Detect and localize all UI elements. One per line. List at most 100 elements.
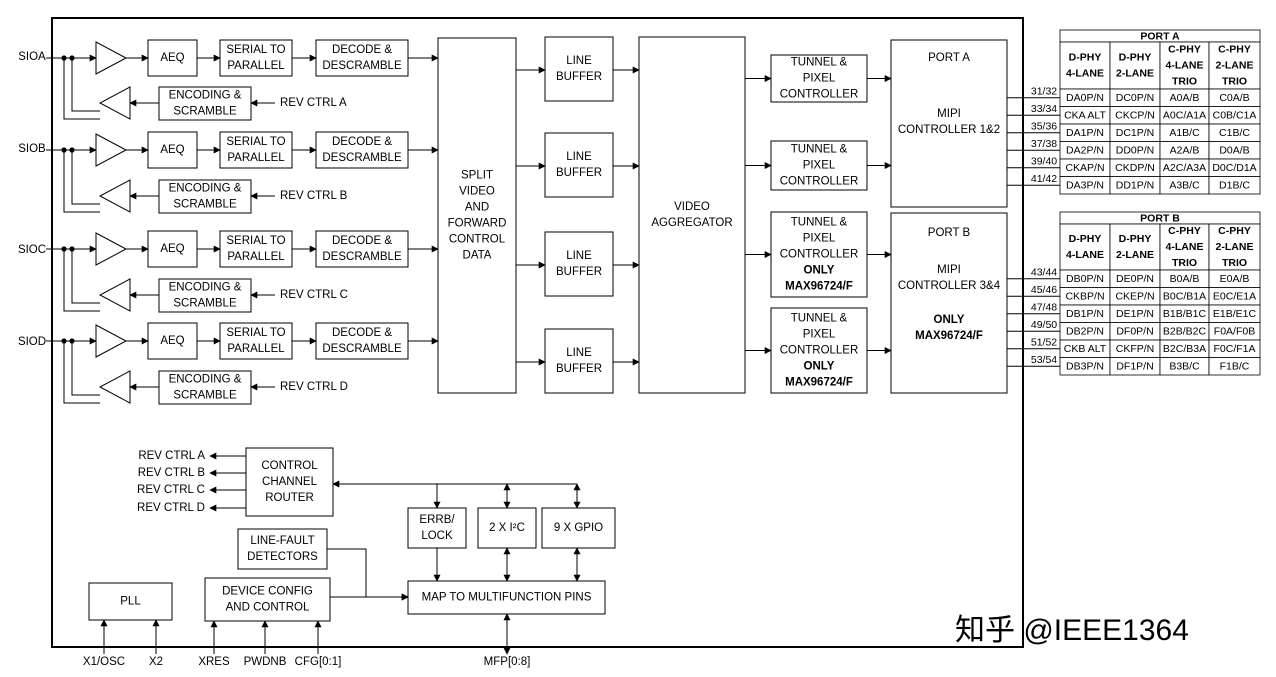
encoding-scramble-block-label: ENCODING & [169, 374, 242, 386]
port-b-table-cell [1208, 357, 1261, 376]
port-a-table-cell-text: DA2P/N [1066, 145, 1104, 157]
line-buffer-block-label: BUFFER [556, 266, 602, 278]
serial-to-parallel-block [219, 230, 293, 268]
port-a-table-header-label: 4-LANE [1166, 59, 1204, 71]
tunnel-pixel-controller-block-label: PIXEL [803, 233, 836, 245]
port-a-table-cell-text: A1B/C [1169, 127, 1200, 139]
mfp-map-block-label: MAP TO MULTIFUNCTION PINS [422, 592, 592, 604]
port-a-table-header-label: 2-LANE [1116, 67, 1154, 79]
rev-ctrl-input-label: REV CTRL A [280, 97, 347, 109]
decode-descramble-block-label: DECODE & [332, 327, 392, 339]
port-a-table-cell-text: A2A/B [1170, 145, 1200, 157]
line-buffer-block-label: LINE [566, 55, 592, 67]
port-a-table-title: PORT A [1140, 30, 1180, 42]
aeq-block-label: AEQ [160, 335, 184, 347]
port-a-controller-block [890, 39, 1008, 208]
aeq-block-label: AEQ [160, 243, 184, 255]
port-b-table-cell-text: B2C/B3A [1163, 343, 1206, 355]
reverse-driver-icon [98, 370, 131, 404]
aeq-block [147, 230, 198, 268]
decode-descramble-block-label: DESCRAMBLE [322, 60, 402, 72]
control-channel-router-block-label: CHANNEL [262, 476, 318, 488]
aeq-block-label: AEQ [160, 52, 184, 64]
port-a-table-cell-text: DD0P/N [1116, 145, 1155, 157]
device-config-block-label: AND CONTROL [226, 602, 310, 614]
sio-pin-label: SIOD [18, 336, 46, 348]
reverse-driver-icon [98, 179, 131, 213]
tunnel-pixel-controller-block [770, 211, 868, 298]
port-a-controller-label: MIPI [937, 108, 961, 120]
decode-descramble-block [315, 39, 409, 77]
port-b-table-cell-text: F0A/F0B [1214, 326, 1255, 338]
pin-number-label: 39/40 [1031, 156, 1057, 168]
serial-to-parallel-block-label: SERIAL TO [226, 327, 285, 339]
port-a-table-cell-text: CKA ALT [1064, 110, 1106, 122]
encoding-scramble-block [158, 86, 252, 121]
mfp-pin-label: MFP[0:8] [484, 656, 531, 668]
gpio-block-label: 9 X GPIO [554, 522, 603, 534]
serial-to-parallel-block-label: SERIAL TO [226, 136, 285, 148]
port-a-table-cell-text: D0A/B [1219, 145, 1249, 157]
device-config-block-label: DEVICE CONFIG [222, 586, 313, 598]
port-b-table-cell-text: B1B/B1C [1163, 308, 1207, 320]
split-video-block-label: CONTROL [449, 234, 506, 246]
port-a-table-cell-text: C0B/C1A [1213, 110, 1257, 122]
tunnel-pixel-controller-block-label: PIXEL [803, 160, 836, 172]
port-b-table-header-label: C-PHY [1218, 225, 1251, 237]
port-b-table-header-label: 2-LANE [1216, 241, 1254, 253]
port-b-controller-label: CONTROLLER 3&4 [898, 280, 1001, 292]
port-a-table-cell-text: DA3P/N [1066, 180, 1104, 192]
decode-descramble-block-label: DESCRAMBLE [322, 343, 402, 355]
port-a-table-cell-text: DA1P/N [1066, 127, 1104, 139]
pin-number-label: 31/32 [1031, 86, 1057, 98]
pin-number-label: 43/44 [1031, 267, 1057, 279]
tunnel-pixel-controller-block-label: PIXEL [803, 329, 836, 341]
i2c-block [477, 507, 537, 549]
rev-ctrl-input-label: REV CTRL D [280, 381, 348, 393]
port-b-table-cell-text: CKFP/N [1116, 343, 1155, 355]
port-b-table-cell-text: CKBP/N [1065, 291, 1104, 303]
port-a-table-header-cell [1159, 41, 1210, 90]
port-a-table-cell-text: DC1P/N [1116, 127, 1155, 139]
port-a-table-header-label: D-PHY [1119, 51, 1152, 63]
line-buffer-block [544, 328, 614, 394]
errb-lock-block-label: LOCK [421, 530, 453, 542]
port-b-table-header-label: 4-LANE [1166, 241, 1204, 253]
serial-to-parallel-block-label: SERIAL TO [226, 235, 285, 247]
line-fault-detectors-block [237, 528, 328, 570]
sio-tap-wire [63, 249, 100, 312]
tunnel-pixel-controller-block-label: ONLY [804, 361, 835, 373]
reverse-driver-icon [98, 278, 131, 312]
port-b-only-label: MAX96724/F [915, 330, 983, 342]
sio-tap-wire [71, 249, 100, 304]
port-a-table-header-cell [1208, 41, 1261, 90]
pll-block [88, 582, 173, 621]
port-a-table-header-label: C-PHY [1168, 43, 1201, 55]
line-buffer-block [544, 36, 614, 102]
reverse-driver-icon [98, 86, 131, 120]
port-a-table-header-label: TRIO [1172, 75, 1197, 87]
port-b-table-cell-text: E0A/B [1220, 273, 1250, 285]
port-b-table-cell-text: B0C/B1A [1163, 291, 1206, 303]
bottom-pin-label: X1/OSC [83, 656, 125, 668]
rev-ctrl-output-label: REV CTRL D [137, 502, 205, 514]
line-buffer-block [544, 132, 614, 198]
pin-number-label: 51/52 [1031, 337, 1057, 349]
encoding-scramble-block-label: ENCODING & [169, 183, 242, 195]
rev-ctrl-output-label: REV CTRL A [138, 450, 205, 462]
port-a-table-cell-text: DD1P/N [1116, 180, 1155, 192]
line-buffer-block-label: BUFFER [556, 363, 602, 375]
port-b-table-cell-text: DE0P/N [1116, 273, 1154, 285]
watermark: 知乎 @IEEE1364 [955, 614, 1189, 647]
tunnel-pixel-controller-block-label: CONTROLLER [780, 176, 859, 188]
bottom-pin-label: PWDNB [244, 656, 287, 668]
port-b-table-header-label: C-PHY [1168, 225, 1201, 237]
sio-tap-wire [63, 58, 100, 120]
serial-to-parallel-block-label: PARALLEL [227, 60, 285, 72]
bottom-pin-label: CFG[0:1] [295, 656, 342, 668]
port-a-table-cell-text: A3B/C [1169, 180, 1200, 192]
tunnel-pixel-controller-block-label: TUNNEL & [791, 144, 848, 156]
port-b-table-cell-text: DB2P/N [1066, 326, 1104, 338]
tunnel-pixel-controller-block-label: MAX96724/F [785, 281, 853, 293]
port-b-table-header-label: TRIO [1222, 257, 1247, 269]
